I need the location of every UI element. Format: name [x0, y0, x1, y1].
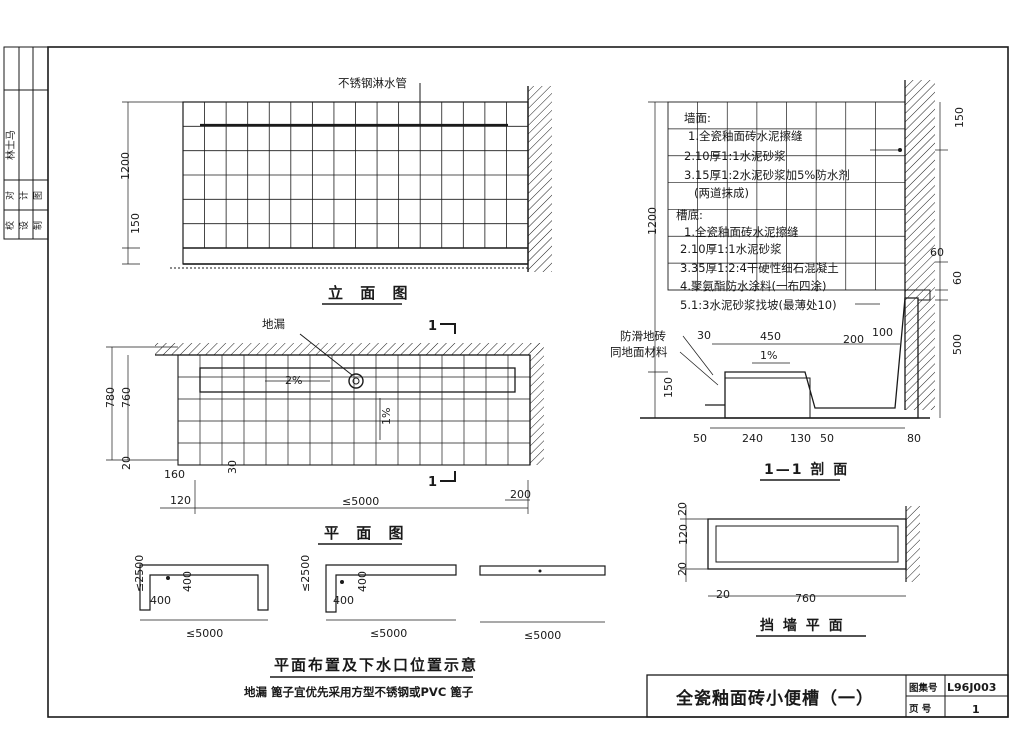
sec-dim-30: 30 [697, 329, 711, 342]
sheet-border [47, 46, 1009, 718]
approval-label-3: 设 [19, 221, 30, 230]
rw-dim-20a: 20 [676, 502, 689, 516]
sec-dim-240: 240 [742, 432, 763, 445]
approval-label-1: 校 [4, 221, 16, 230]
approval-label-4: 计 [18, 191, 30, 200]
rw-dim-120: 120 [677, 524, 690, 545]
trough-item-3: 3.35厚1:2:4干硬性细石混凝土 [680, 261, 839, 275]
signature: 林士马 [4, 130, 17, 160]
layout2-dim-2500: ≤2500 [299, 555, 312, 592]
section-caption: 1—1 剖 面 [764, 461, 849, 478]
rw-dim-20b: 20 [676, 562, 689, 576]
floor-drain-symbol [348, 373, 364, 389]
page-label: 页 号 [909, 704, 932, 715]
layouts-note: 地漏 篦子宜优先采用方型不锈钢或PVC 篦子 [244, 685, 474, 699]
sec-dim-80: 80 [907, 432, 921, 445]
approval-label-2: 对 [4, 191, 16, 200]
sec-dim-200: 200 [843, 333, 864, 346]
floor-drain-label: 地漏 [262, 317, 285, 331]
sec-dim-100: 100 [872, 326, 893, 339]
wall-item-3: 3.15厚1:2水泥砂浆加5%防水剂 [684, 168, 850, 182]
pipe-label: 不锈钢淋水管 [338, 76, 407, 90]
left-label-1: 防滑地砖 [620, 329, 666, 343]
elevation-caption: 立 面 图 [328, 284, 413, 302]
retaining-wall-view: 20 120 20 20 760 挡 墙 平 面 [676, 502, 920, 637]
layout1-dim-400a: 400 [181, 571, 194, 592]
sec-dim-60b: 60 [951, 271, 964, 285]
atlas-label: 图集号 [909, 682, 938, 694]
trough-item-4: 4.聚氨酯防水涂料(一布四涂) [680, 279, 826, 293]
layout2-dim-5000: ≤5000 [370, 627, 407, 640]
plan-dim-20: 20 [120, 456, 133, 470]
plan-caption: 平 面 图 [324, 524, 409, 542]
plan-slope-2: 2% [285, 374, 302, 387]
wall-item-1: 1.全瓷釉面砖水泥擦缝 [688, 129, 803, 143]
layout1-dim-5000: ≤5000 [186, 627, 223, 640]
wall-item-2: 2.10厚1:1水泥砂浆 [684, 149, 786, 163]
plan-dim-200: 200 [510, 488, 531, 501]
sec-dim-450: 450 [760, 330, 781, 343]
sec-dim-130: 130 [790, 432, 811, 445]
approval-block: 校 对 设 计 制 图 林士马 [3, 46, 49, 240]
trough-item-1: 1.全瓷釉面砖水泥擦缝 [684, 225, 799, 239]
title-block: 全瓷釉面砖小便槽（一） 图集号 L96J003 页 号 1 [646, 674, 1009, 718]
page-value: 1 [972, 703, 980, 716]
layout1-dim-2500: ≤2500 [133, 555, 146, 592]
elev-dim-150: 150 [129, 213, 142, 234]
left-label-2: 同地面材料 [610, 345, 668, 359]
section-mark-top: 1 [428, 319, 437, 334]
rw-dim-20c: 20 [716, 588, 730, 601]
approval-label-6: 图 [33, 191, 44, 200]
sec-dim-500: 500 [951, 334, 964, 355]
plan-dim-160: 160 [164, 468, 185, 481]
sec-dim-150b: 150 [662, 377, 675, 398]
layout-diagrams: ≤2500 400 400 ≤5000 ≤2500 400 400 ≤5000 … [133, 555, 606, 699]
plan-dim-760: 760 [120, 387, 133, 408]
plan-dim-5000: ≤5000 [342, 495, 379, 508]
layout1-dim-400b: 400 [150, 594, 171, 607]
trough-item-5: 5.1:3水泥砂浆找坡(最薄处10) [680, 298, 837, 312]
layout3-dim-5000: ≤5000 [524, 629, 561, 642]
elevation-view: 不锈钢淋水管 1200 150 立 面 图 [119, 76, 552, 305]
layouts-caption: 平面布置及下水口位置示意 [274, 656, 478, 674]
plan-dim-30: 30 [226, 460, 239, 474]
plan-view: 地漏 2% 1% 1 1 780 760 20 160 30 120 ≤5000… [104, 317, 544, 545]
sec-slope: 1% [760, 349, 777, 362]
plan-dim-120: 120 [170, 494, 191, 507]
elev-dim-1200: 1200 [119, 152, 132, 180]
approval-label-5: 制 [32, 221, 44, 230]
sec-dim-1200: 1200 [646, 207, 659, 235]
sec-dim-50a: 50 [693, 432, 707, 445]
section-view: 墙面: 1.全瓷釉面砖水泥擦缝 2.10厚1:1水泥砂浆 3.15厚1:2水泥砂… [610, 80, 966, 481]
trough-title: 槽底: [676, 208, 703, 222]
sec-dim-60a: 60 [930, 246, 944, 259]
layout2-dim-400b: 400 [333, 594, 354, 607]
plan-dim-780: 780 [104, 387, 117, 408]
atlas-value: L96J003 [947, 681, 996, 694]
sec-dim-150: 150 [953, 107, 966, 128]
trough-item-2: 2.10厚1:1水泥砂浆 [680, 242, 782, 256]
drawing-title: 全瓷釉面砖小便槽（一） [675, 688, 874, 709]
section-mark-bottom: 1 [428, 475, 437, 490]
wall-title: 墙面: [684, 111, 711, 125]
rw-dim-760: 760 [795, 592, 816, 605]
retaining-wall-caption: 挡 墙 平 面 [760, 617, 845, 634]
wall-item-4: (两道抹成) [694, 186, 749, 200]
layout2-dim-400a: 400 [356, 571, 369, 592]
sec-dim-50b: 50 [820, 432, 834, 445]
plan-slope-1: 1% [380, 408, 393, 425]
